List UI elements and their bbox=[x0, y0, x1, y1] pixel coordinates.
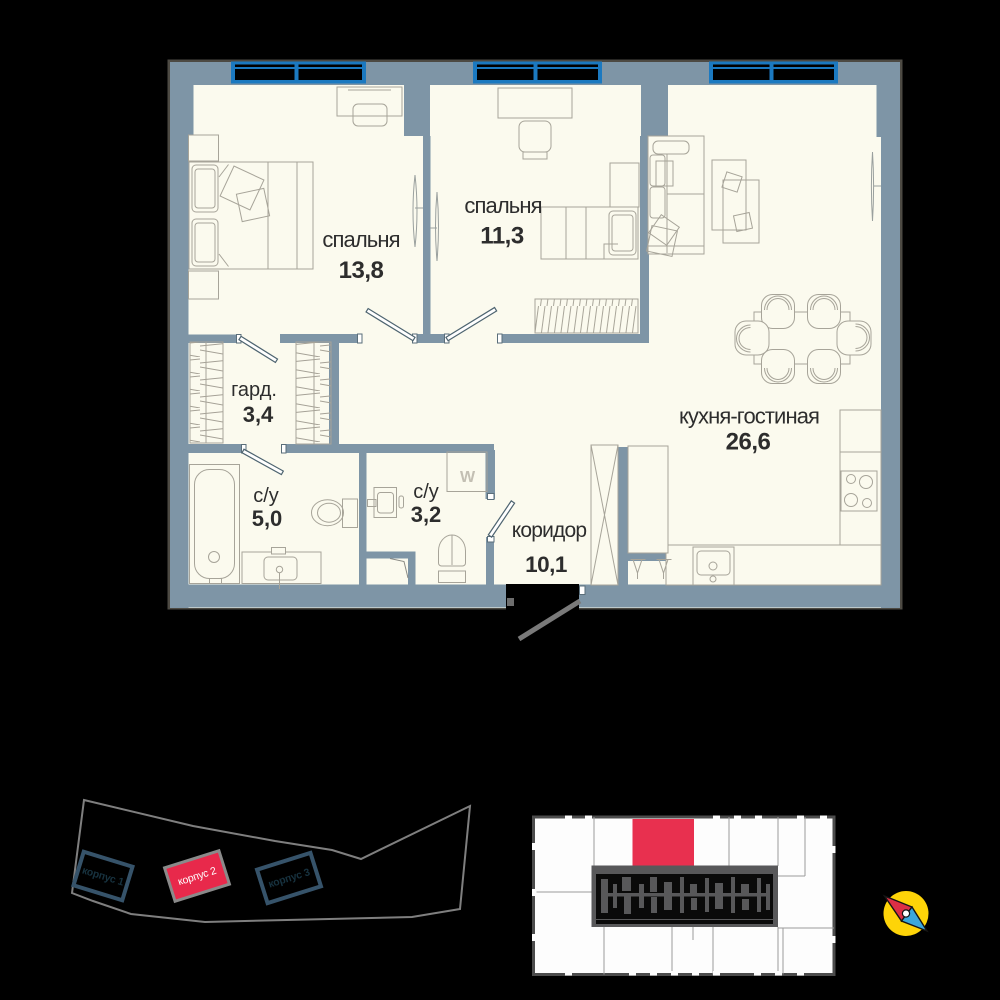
svg-text:13,8: 13,8 bbox=[339, 257, 384, 284]
svg-text:3,2: 3,2 bbox=[411, 502, 442, 527]
svg-text:спальня: спальня bbox=[322, 227, 399, 252]
svg-text:коридор: коридор bbox=[512, 519, 587, 542]
svg-text:кухня-гостиная: кухня-гостиная bbox=[679, 404, 819, 429]
svg-text:3,4: 3,4 bbox=[243, 402, 274, 427]
svg-text:W: W bbox=[460, 469, 476, 486]
svg-text:гард.: гард. bbox=[231, 379, 277, 401]
svg-text:10,1: 10,1 bbox=[525, 552, 567, 577]
svg-text:корпус 1: корпус 1 bbox=[81, 864, 126, 888]
svg-text:с/у: с/у bbox=[253, 485, 279, 507]
svg-text:11,3: 11,3 bbox=[480, 223, 524, 250]
svg-text:26,6: 26,6 bbox=[726, 429, 771, 456]
svg-text:спальня: спальня bbox=[464, 193, 541, 218]
svg-text:с/у: с/у bbox=[413, 481, 439, 503]
svg-text:5,0: 5,0 bbox=[252, 506, 283, 531]
svg-text:корпус 3: корпус 3 bbox=[267, 866, 312, 890]
